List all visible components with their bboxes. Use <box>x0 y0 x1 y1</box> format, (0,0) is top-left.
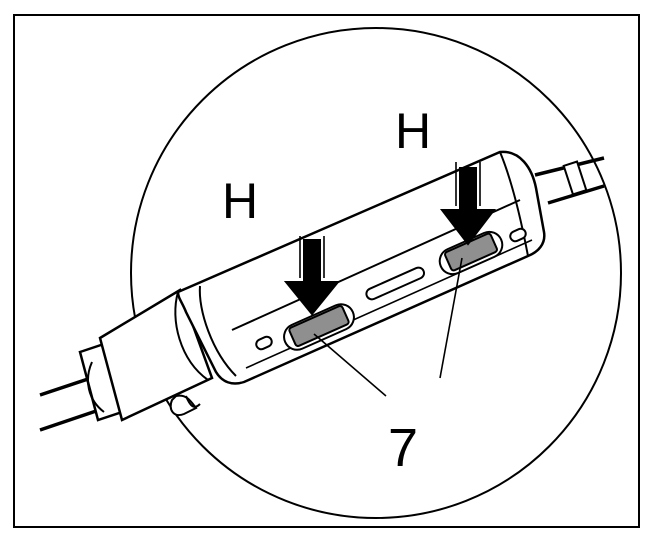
slot-left <box>255 335 273 351</box>
end-cap-groove <box>87 361 105 413</box>
slot-middle <box>365 266 425 301</box>
clip-tab <box>169 394 198 416</box>
housing-step-line <box>198 285 237 377</box>
connector-neck-edge <box>174 291 209 381</box>
detail-circle <box>130 27 622 519</box>
down-arrow-icon <box>283 236 341 316</box>
release-button-left <box>288 305 350 347</box>
label-h-left: H <box>222 173 258 229</box>
label-h-right: H <box>395 103 431 159</box>
housing-right-edge <box>499 151 529 257</box>
down-arrow-icon <box>439 162 497 246</box>
slot-right <box>509 227 527 243</box>
clip-tab-hook <box>185 395 201 408</box>
connector-neck <box>98 288 214 422</box>
callout-label-7: 7 <box>388 418 418 478</box>
leader-line-left <box>313 333 387 397</box>
cable-right-end <box>562 160 588 196</box>
leader-line-right <box>439 257 463 379</box>
